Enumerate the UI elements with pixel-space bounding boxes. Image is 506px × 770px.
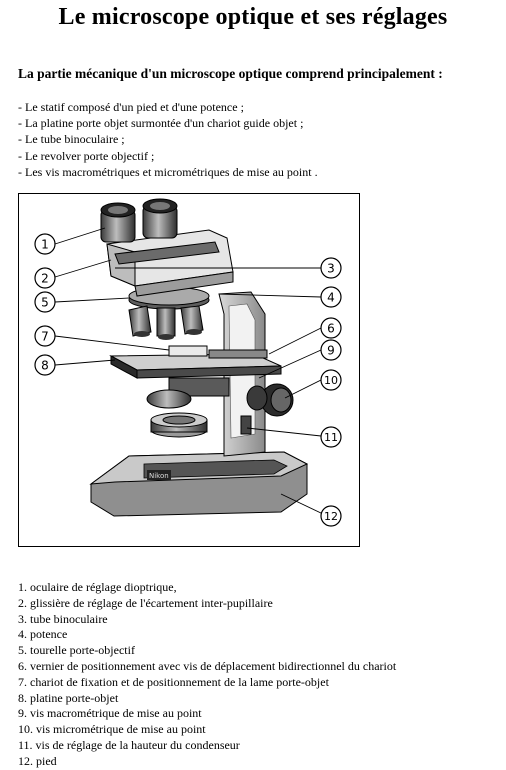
focus-knobs <box>240 383 294 435</box>
legend-item: 5. tourelle porte-objectif <box>18 643 135 658</box>
binocular-head <box>106 229 234 297</box>
revolving-nosepiece <box>128 286 210 340</box>
leader-lines <box>54 227 324 515</box>
legend-item: 8. platine porte-objet <box>18 690 119 705</box>
eyepieces <box>100 198 178 243</box>
callout-4: 4 <box>320 286 342 308</box>
legend-item: 10. vis micrométrique de mise au point <box>18 722 206 737</box>
microscope-illustration: Nikon <box>34 198 342 527</box>
callout-number: 12 <box>324 510 338 523</box>
legend-item: 12. pied <box>18 753 57 768</box>
callout-9: 9 <box>320 339 342 361</box>
callout-number: 11 <box>324 431 338 444</box>
parts-list-item: - Les vis macrométriques et micrométriqu… <box>18 164 318 179</box>
callout-12: 12 <box>320 505 342 527</box>
brand-logo: Nikon <box>149 472 169 480</box>
section-heading: La partie mécanique d'un microscope opti… <box>18 66 443 81</box>
callout-number: 6 <box>327 322 335 336</box>
callout-number: 8 <box>41 359 49 373</box>
parts-list-item: - Le revolver porte objectif ; <box>18 148 155 163</box>
legend-item: 7. chariot de fixation et de positionnem… <box>18 674 329 689</box>
callout-5: 5 <box>34 291 56 313</box>
legend-item: 4. potence <box>18 627 68 642</box>
callout-number: 7 <box>41 330 49 344</box>
callout-1: 1 <box>34 233 56 255</box>
mechanical-parts-list: - Le statif composé d'un pied et d'une p… <box>18 99 318 180</box>
page-title: Le microscope optique et ses réglages <box>58 4 448 30</box>
parts-list-item: - Le statif composé d'un pied et d'une p… <box>18 100 244 114</box>
callout-number: 1 <box>41 238 49 252</box>
callout-6: 6 <box>320 317 342 339</box>
legend-item: 3. tube binoculaire <box>18 611 108 626</box>
callout-number: 2 <box>41 272 49 286</box>
legend-item: 6. vernier de positionnement avec vis de… <box>18 658 397 673</box>
legend-item: 1. oculaire de réglage dioptrique, <box>18 580 177 594</box>
parts-list-item: - Le tube binoculaire ; <box>18 132 125 147</box>
parts-legend: 1. oculaire de réglage dioptrique, 2. gl… <box>18 580 396 770</box>
callout-10: 10 <box>320 369 342 391</box>
callout-number: 9 <box>327 344 335 358</box>
callout-2: 2 <box>34 267 56 289</box>
legend-item: 9. vis macrométrique de mise au point <box>18 706 202 721</box>
condenser <box>150 412 208 438</box>
parts-list-item: - La platine porte objet surmontée d'un … <box>18 116 304 131</box>
callout-3: 3 <box>320 257 342 279</box>
callout-number: 10 <box>324 374 338 387</box>
legend-item: 2. glissière de réglage de l'écartement … <box>18 595 273 610</box>
callout-number: 4 <box>327 291 335 305</box>
legend-item: 11. vis de réglage de la hauteur du cond… <box>18 737 240 752</box>
callout-number: 3 <box>327 262 335 276</box>
microscope-foot: Nikon <box>89 451 309 517</box>
callout-number: 5 <box>41 296 49 310</box>
callout-labels: 1 2 3 4 5 6 7 8 9 10 11 12 <box>34 233 342 527</box>
stage <box>109 345 282 409</box>
callout-11: 11 <box>320 426 342 448</box>
callout-8: 8 <box>34 354 56 376</box>
callout-7: 7 <box>34 325 56 347</box>
microscope-figure: Nikon <box>18 193 360 547</box>
